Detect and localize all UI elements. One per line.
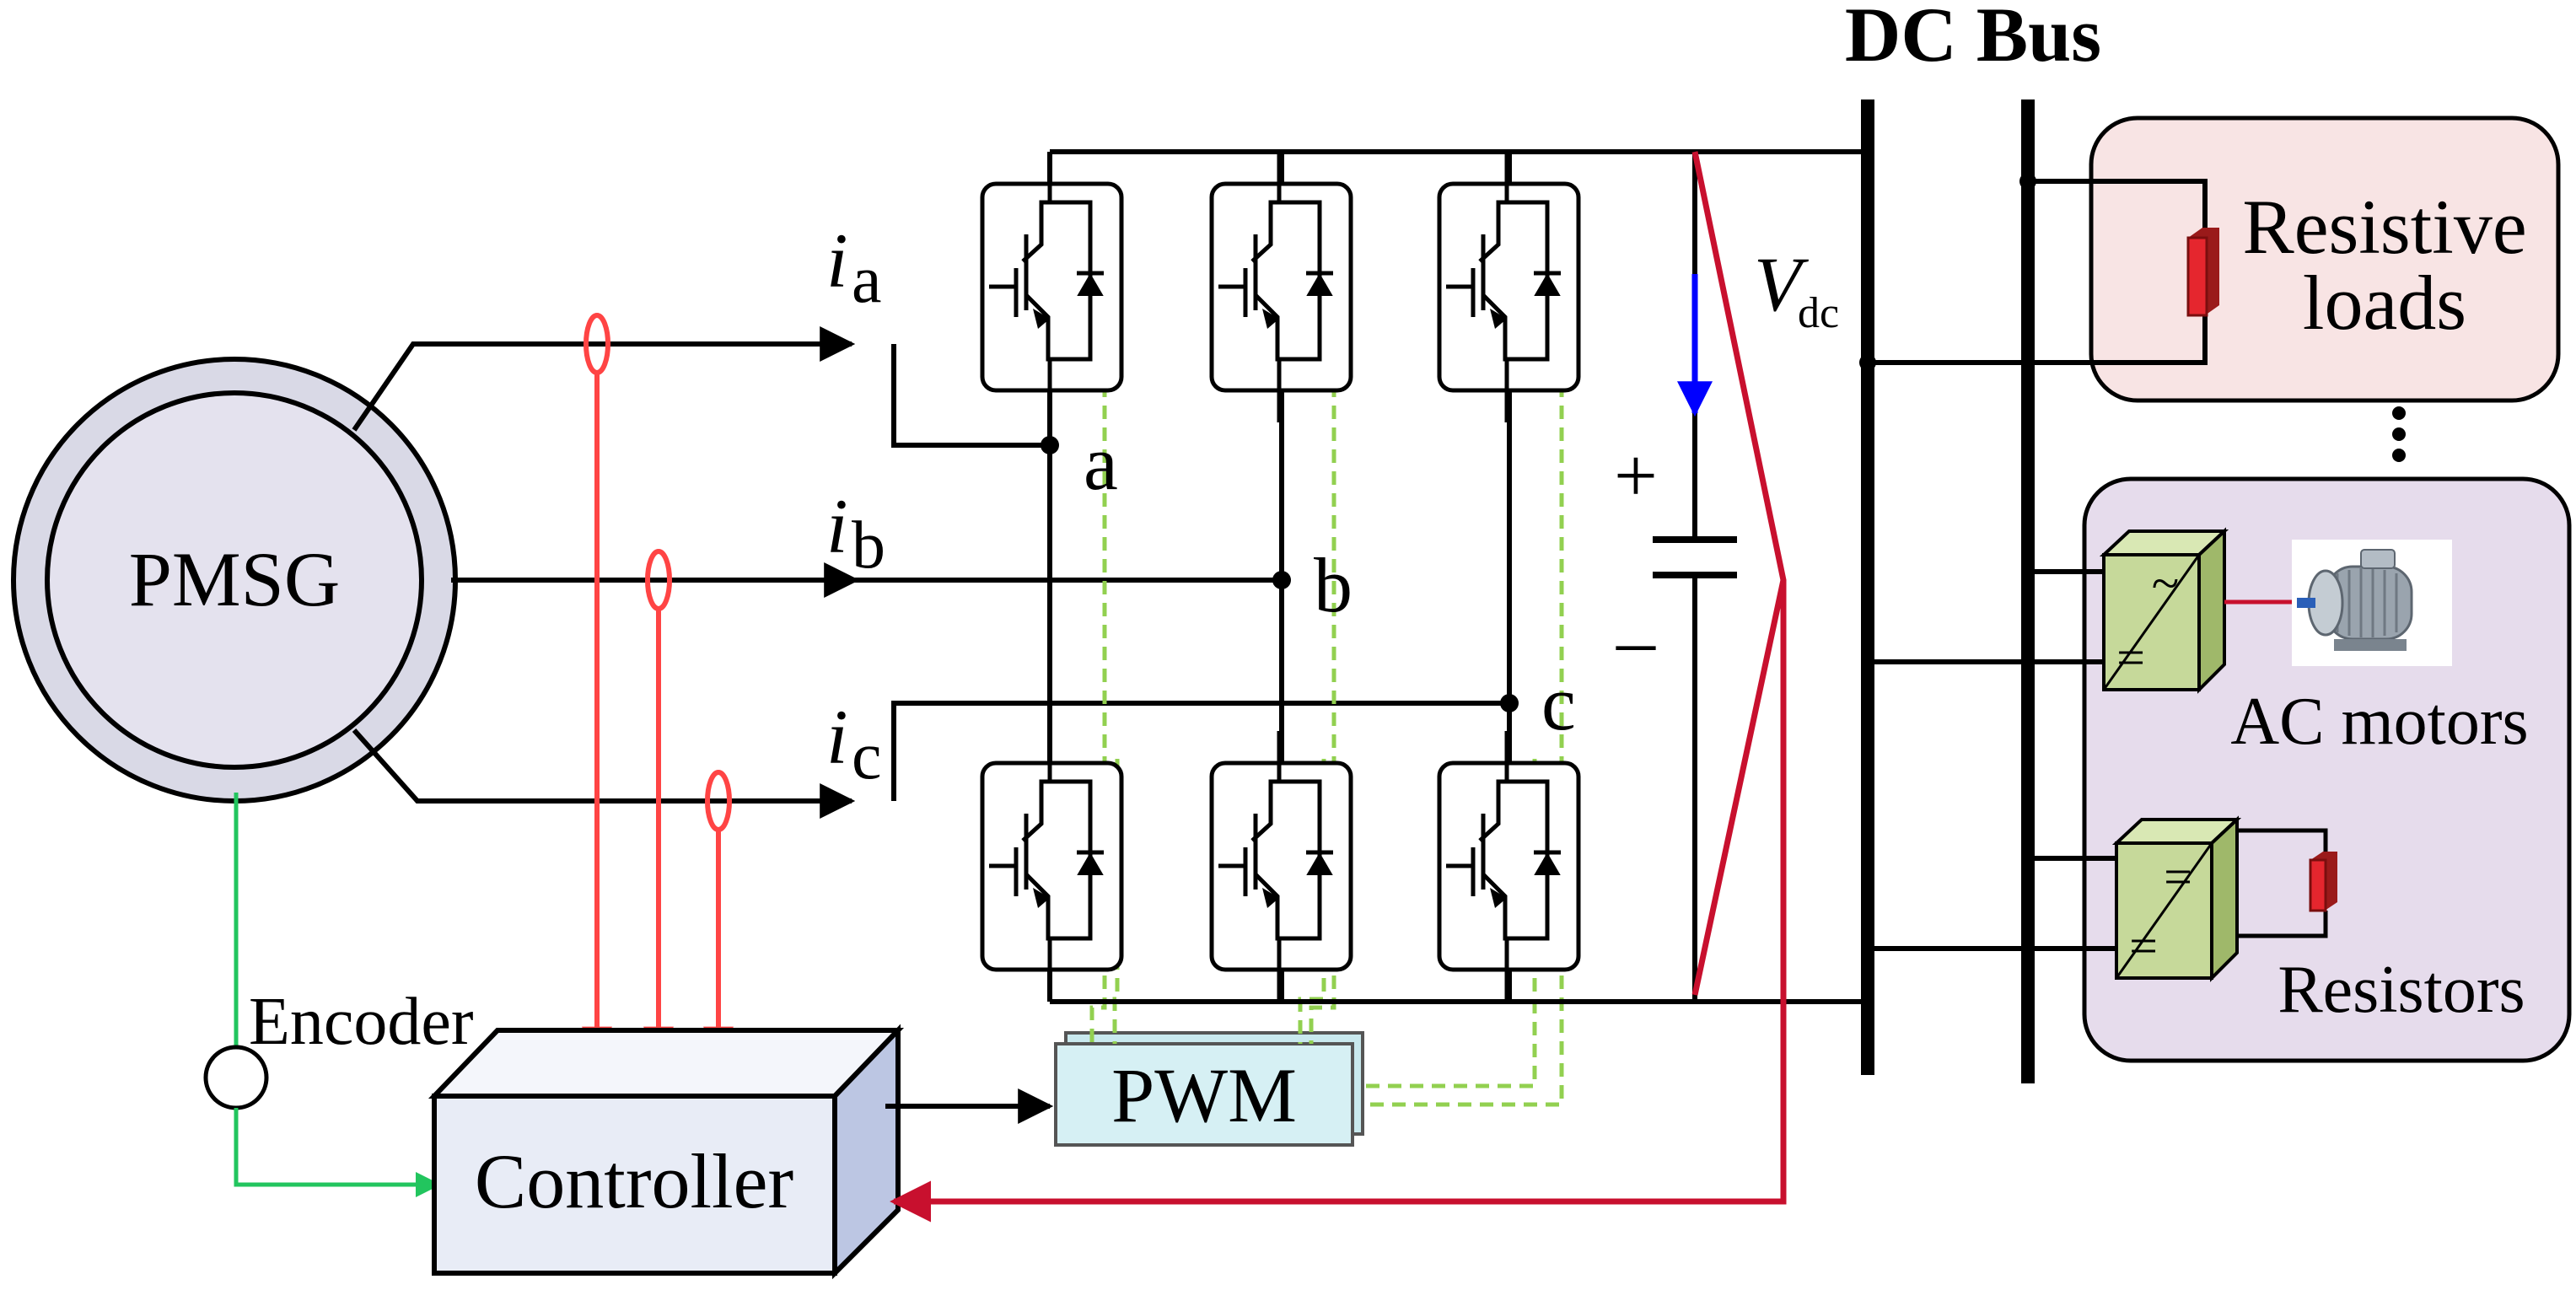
node-b-label: b (1314, 542, 1353, 628)
pwm-gate-signals (1089, 384, 1564, 1107)
igbt-upper-b (1209, 152, 1353, 422)
resistors-label: Resistors (2278, 953, 2525, 1027)
ac-motor-icon (2292, 540, 2452, 666)
resistive-label-2: loads (2303, 260, 2466, 346)
svg-text:=: = (2129, 918, 2158, 974)
motor-panel: ~ = = = (1868, 476, 2572, 1063)
pmsg-generator: PMSG (11, 357, 458, 804)
pmsg-label: PMSG (129, 536, 341, 622)
svg-text:dc: dc (1798, 289, 1839, 337)
vdc-measurement (890, 151, 1787, 1223)
pwm-label: PWM (1111, 1052, 1297, 1138)
motor-converter: ~ = (2099, 527, 2229, 694)
cap-plus: + (1614, 433, 1658, 519)
svg-text:c: c (852, 719, 882, 793)
current-label-b: i b (826, 483, 885, 583)
resistor-converter: = = (2111, 815, 2242, 982)
node-b (1272, 571, 1291, 589)
igbt-lower-c (1437, 731, 1581, 1002)
igbt-upper-a (980, 152, 1124, 422)
svg-text:i: i (826, 694, 848, 780)
dc-bus-bars (1861, 99, 2035, 1083)
svg-text:a: a (852, 243, 882, 317)
igbt-lower-b (1209, 731, 1353, 1002)
vdc-label: V dc (1754, 241, 1839, 337)
svg-text:~: ~ (2152, 556, 2179, 611)
current-sensors (582, 313, 734, 1057)
svg-text:=: = (2116, 630, 2145, 685)
svg-text:=: = (2164, 849, 2192, 905)
controller-block: Controller (428, 1024, 905, 1280)
pwm-block: PWM (1054, 1031, 1364, 1147)
svg-text:V: V (1754, 241, 1810, 327)
node-c-label: c (1541, 660, 1576, 746)
igbt-lower-a (980, 731, 1124, 1002)
igbt-upper-c (1437, 152, 1581, 422)
node-a-label: a (1084, 420, 1118, 506)
current-label-a: i a (826, 218, 882, 317)
encoder: Encoder (203, 793, 474, 1197)
node-a (1041, 436, 1059, 454)
dc-bus-title: DC Bus (1845, 0, 2101, 78)
dc-link-capacitor: + – (1614, 274, 1737, 683)
resistive-loads-panel: Resistive loads (1859, 116, 2561, 403)
igbt-switches (980, 152, 1581, 1002)
controller-label: Controller (475, 1138, 793, 1224)
svg-text:b: b (852, 508, 885, 583)
ac-motors-label: AC motors (2230, 685, 2528, 759)
current-label-c: i c (826, 694, 882, 793)
cap-minus: – (1616, 597, 1656, 683)
svg-text:i: i (826, 483, 848, 569)
node-c (1500, 694, 1519, 712)
encoder-label: Encoder (249, 985, 474, 1059)
svg-text:i: i (826, 218, 848, 304)
resistive-label-1: Resistive (2242, 184, 2526, 270)
